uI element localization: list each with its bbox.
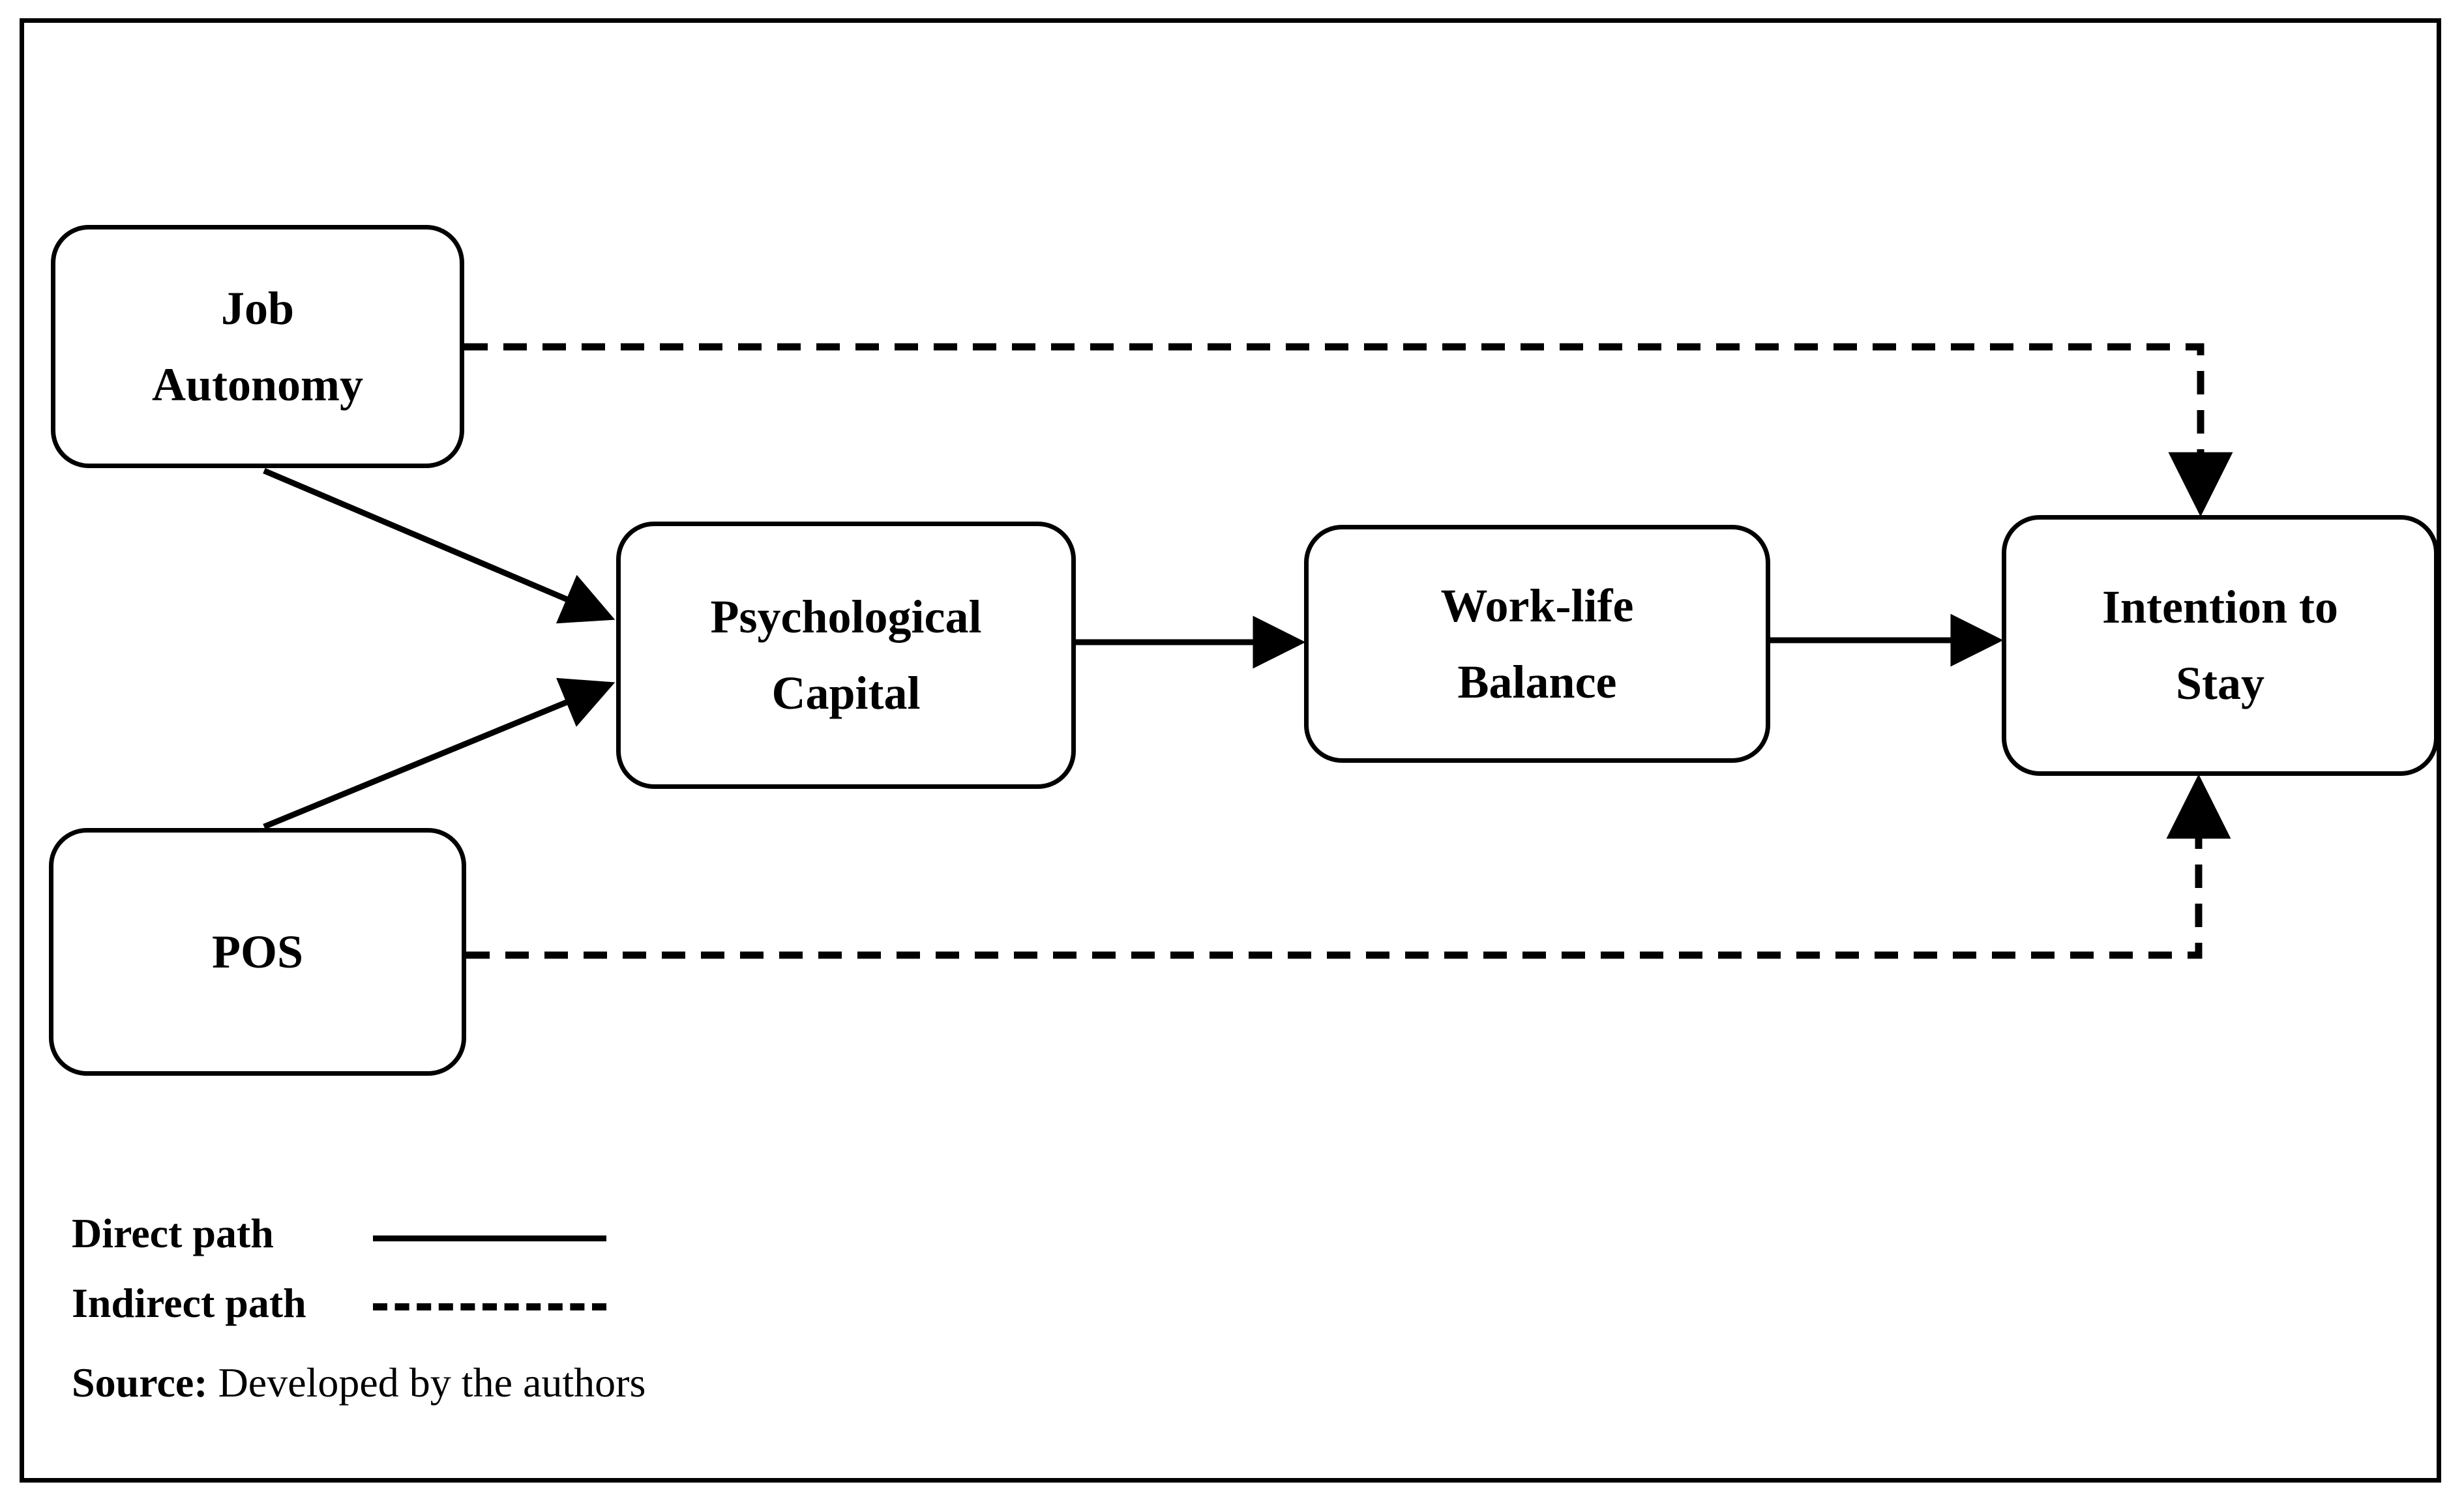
edge-job-autonomy-to-intention-dashed xyxy=(464,343,2233,517)
edge-job-autonomy-to-psycap xyxy=(263,467,616,624)
figure-border xyxy=(20,18,2441,1483)
node-work-life-balance-line-1: Work-life xyxy=(1440,579,1634,632)
node-psychological-capital-line-2: Capital xyxy=(771,667,921,719)
node-intention-to-stay[interactable]: Intention to Stay xyxy=(2002,515,2439,776)
legend-sample-dashed-line xyxy=(373,1303,606,1310)
node-intention-to-stay-line-1: Intention to xyxy=(2101,581,2339,634)
legend-row-indirect: Indirect path xyxy=(72,1279,306,1327)
node-job-autonomy-line-1: Job xyxy=(220,282,295,334)
node-intention-to-stay-line-2: Stay xyxy=(2175,657,2265,709)
source-note-text: Developed by the authors xyxy=(207,1359,646,1406)
legend-label-indirect: Indirect path xyxy=(72,1280,306,1326)
node-pos[interactable]: POS xyxy=(49,828,466,1076)
edge-pos-to-psycap xyxy=(263,677,616,830)
node-pos-line-1: POS xyxy=(211,925,304,978)
node-work-life-balance[interactable]: Work-life Balance xyxy=(1304,525,1770,763)
node-job-autonomy[interactable]: Job Autonomy xyxy=(51,225,464,468)
node-psychological-capital[interactable]: Psychological Capital xyxy=(616,522,1076,789)
node-work-life-balance-line-2: Balance xyxy=(1457,655,1617,708)
source-note: Source: Developed by the authors xyxy=(72,1359,646,1407)
legend-row-direct: Direct path xyxy=(72,1209,274,1258)
node-job-autonomy-line-2: Autonomy xyxy=(151,358,364,411)
node-psychological-capital-line-1: Psychological xyxy=(710,591,982,643)
source-note-label: Source: xyxy=(72,1359,208,1406)
legend-label-direct: Direct path xyxy=(72,1210,274,1256)
legend-sample-solid-line xyxy=(373,1235,606,1241)
edge-pos-to-intention-dashed xyxy=(466,774,2231,959)
